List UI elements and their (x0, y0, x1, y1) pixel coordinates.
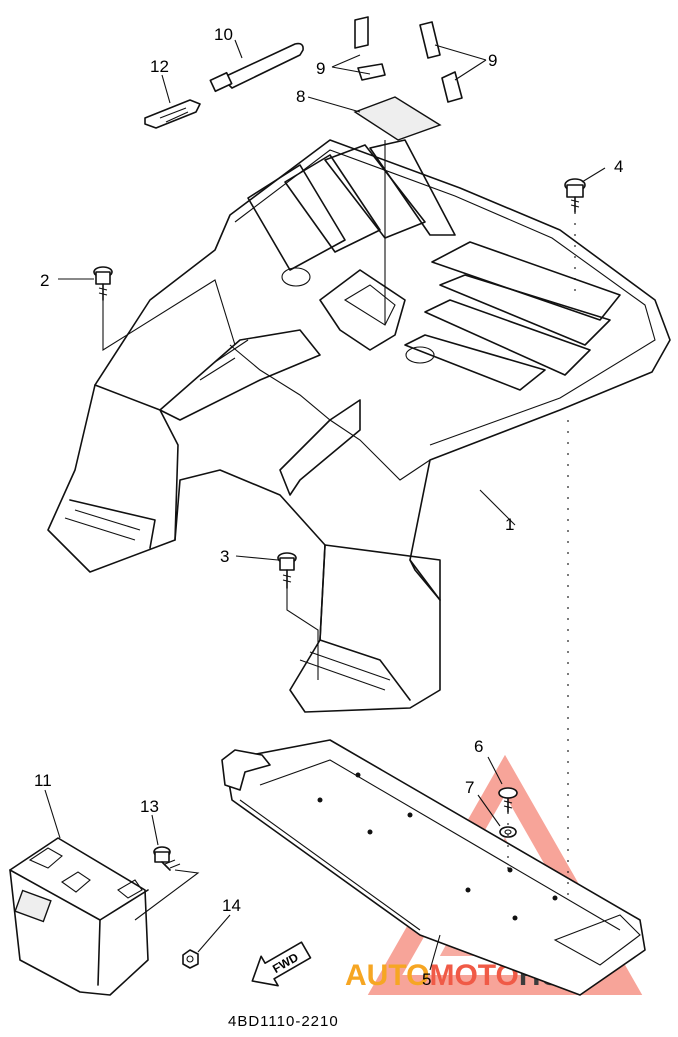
callout-7: 7 (465, 778, 474, 797)
fwd-arrow: FWD (251, 941, 312, 987)
callout-1: 1 (505, 515, 514, 534)
callout-9-right: 9 (488, 51, 497, 70)
watermark-auto: AUTO (345, 959, 429, 992)
part-code: 4BD1110-2210 (228, 1013, 339, 1030)
callout-numbers: 1 2 3 4 5 6 7 8 9 9 10 11 12 13 14 (34, 25, 623, 989)
callout-9-left: 9 (316, 59, 325, 78)
callout-11: 11 (34, 771, 52, 790)
part-1-rear-fender (47, 139, 671, 713)
callout-13: 13 (140, 797, 159, 816)
leader-lines (44, 39, 606, 971)
plate-holes (317, 772, 558, 921)
part-7-washer (499, 826, 517, 838)
callout-14: 14 (222, 896, 241, 915)
part-11-toolbox (9, 837, 149, 996)
part-6-screw (498, 787, 518, 813)
callout-2: 2 (40, 271, 49, 290)
callout-6: 6 (474, 737, 483, 756)
part-14-nut (182, 949, 199, 969)
callout-12: 12 (150, 57, 169, 76)
callout-4: 4 (614, 157, 623, 176)
part-9-pads (354, 16, 463, 103)
part-8-plate (353, 96, 442, 141)
callout-5: 5 (422, 970, 431, 989)
part-10-strap (209, 42, 304, 93)
part-5-plate (221, 739, 646, 996)
part-2-bolt (93, 266, 113, 301)
callout-10: 10 (214, 25, 233, 44)
callout-3: 3 (220, 547, 229, 566)
part-13-bolt (153, 846, 181, 871)
part-12-clip (144, 99, 201, 129)
part-3-bolt (277, 552, 297, 589)
part-4-bolt (564, 178, 586, 213)
callout-8: 8 (296, 87, 305, 106)
